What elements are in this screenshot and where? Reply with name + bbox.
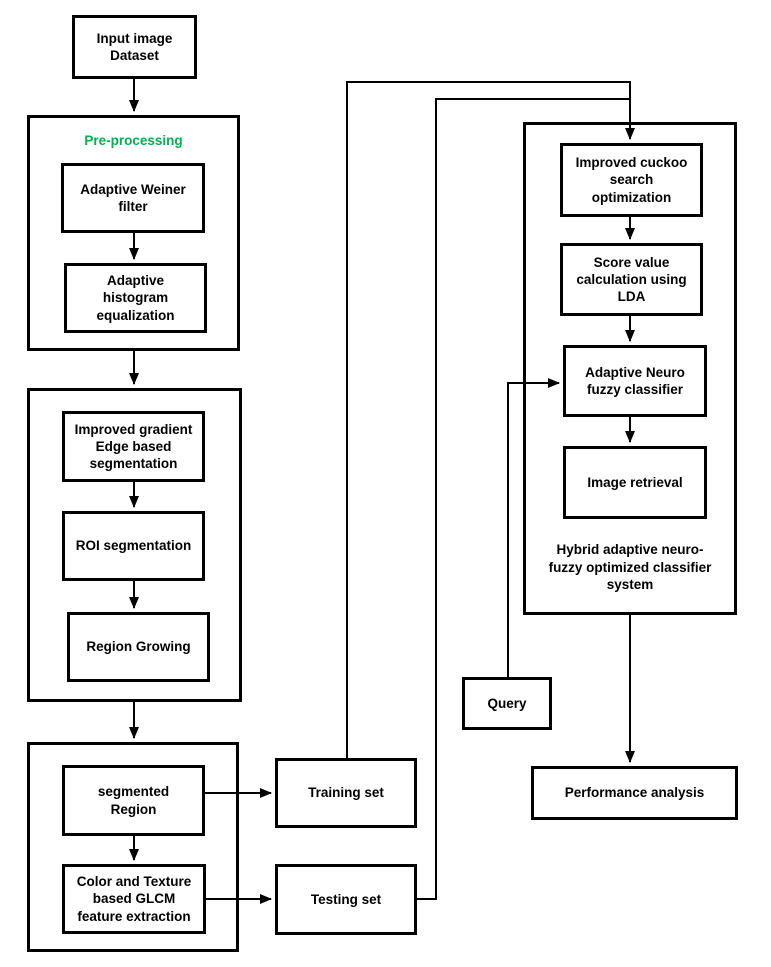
node-roi-segmentation: ROI segmentation <box>62 511 205 581</box>
node-adaptive-histogram-equalization: Adaptive histogram equalization <box>64 263 207 333</box>
line-testingset-feed <box>417 98 630 900</box>
node-improved-cuckoo-search: Improved cuckoo search optimization <box>560 143 703 217</box>
node-score-value-lda: Score value calculation using LDA <box>560 243 703 316</box>
node-segmented-region: segmented Region <box>62 765 205 836</box>
node-performance-analysis: Performance analysis <box>531 766 738 820</box>
node-image-retrieval: Image retrieval <box>563 446 707 519</box>
node-adaptive-neuro-fuzzy-classifier: Adaptive Neuro fuzzy classifier <box>563 345 707 417</box>
arrow-trainingset-to-cuckoo <box>346 81 635 758</box>
node-improved-gradient-edge-segmentation: Improved gradient Edge based segmentatio… <box>62 411 205 482</box>
arrow-query-to-classifier <box>507 378 560 677</box>
node-adaptive-weiner-filter: Adaptive Weiner filter <box>61 163 205 233</box>
node-training-set: Training set <box>275 758 417 828</box>
node-input-image-dataset: Input image Dataset <box>72 15 197 79</box>
node-color-texture-glcm: Color and Texture based GLCM feature ext… <box>62 864 206 934</box>
label-pre-processing: Pre-processing <box>84 133 183 148</box>
node-testing-set: Testing set <box>275 864 417 935</box>
node-query: Query <box>462 677 552 730</box>
node-region-growing: Region Growing <box>67 612 210 682</box>
label-hybrid-system: Hybrid adaptive neuro- fuzzy optimized c… <box>548 542 712 593</box>
